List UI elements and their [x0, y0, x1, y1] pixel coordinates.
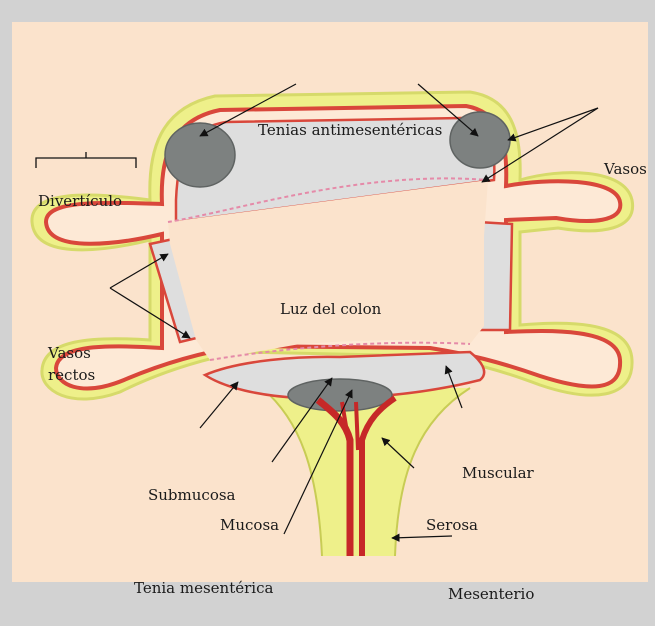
label-serosa: Serosa [426, 516, 478, 534]
label-vasos-rectos-line2: rectos [48, 366, 95, 384]
label-mucosa: Mucosa [220, 516, 279, 534]
vessel-branch-2 [356, 402, 358, 450]
label-vasos-rectos-line1: Vasos [47, 344, 91, 362]
tenia-mesenterica [288, 379, 392, 411]
label-submucosa: Submucosa [148, 486, 236, 504]
label-mesenterio: Mesenterio [448, 585, 534, 603]
label-vasos: Vasos [603, 160, 647, 178]
label-tenia-mesenterica: Tenia mesentérica [134, 579, 273, 597]
label-luz-del-colon: Luz del colon [280, 300, 382, 318]
label-tenias-antimesentericas: Tenias antimesentéricas [258, 121, 442, 139]
label-diverticulo: Divertículo [38, 192, 122, 210]
label-muscular: Muscular [462, 464, 535, 482]
tenia-antimesenterica-left [165, 123, 235, 187]
tenia-antimesenterica-right [450, 112, 510, 168]
